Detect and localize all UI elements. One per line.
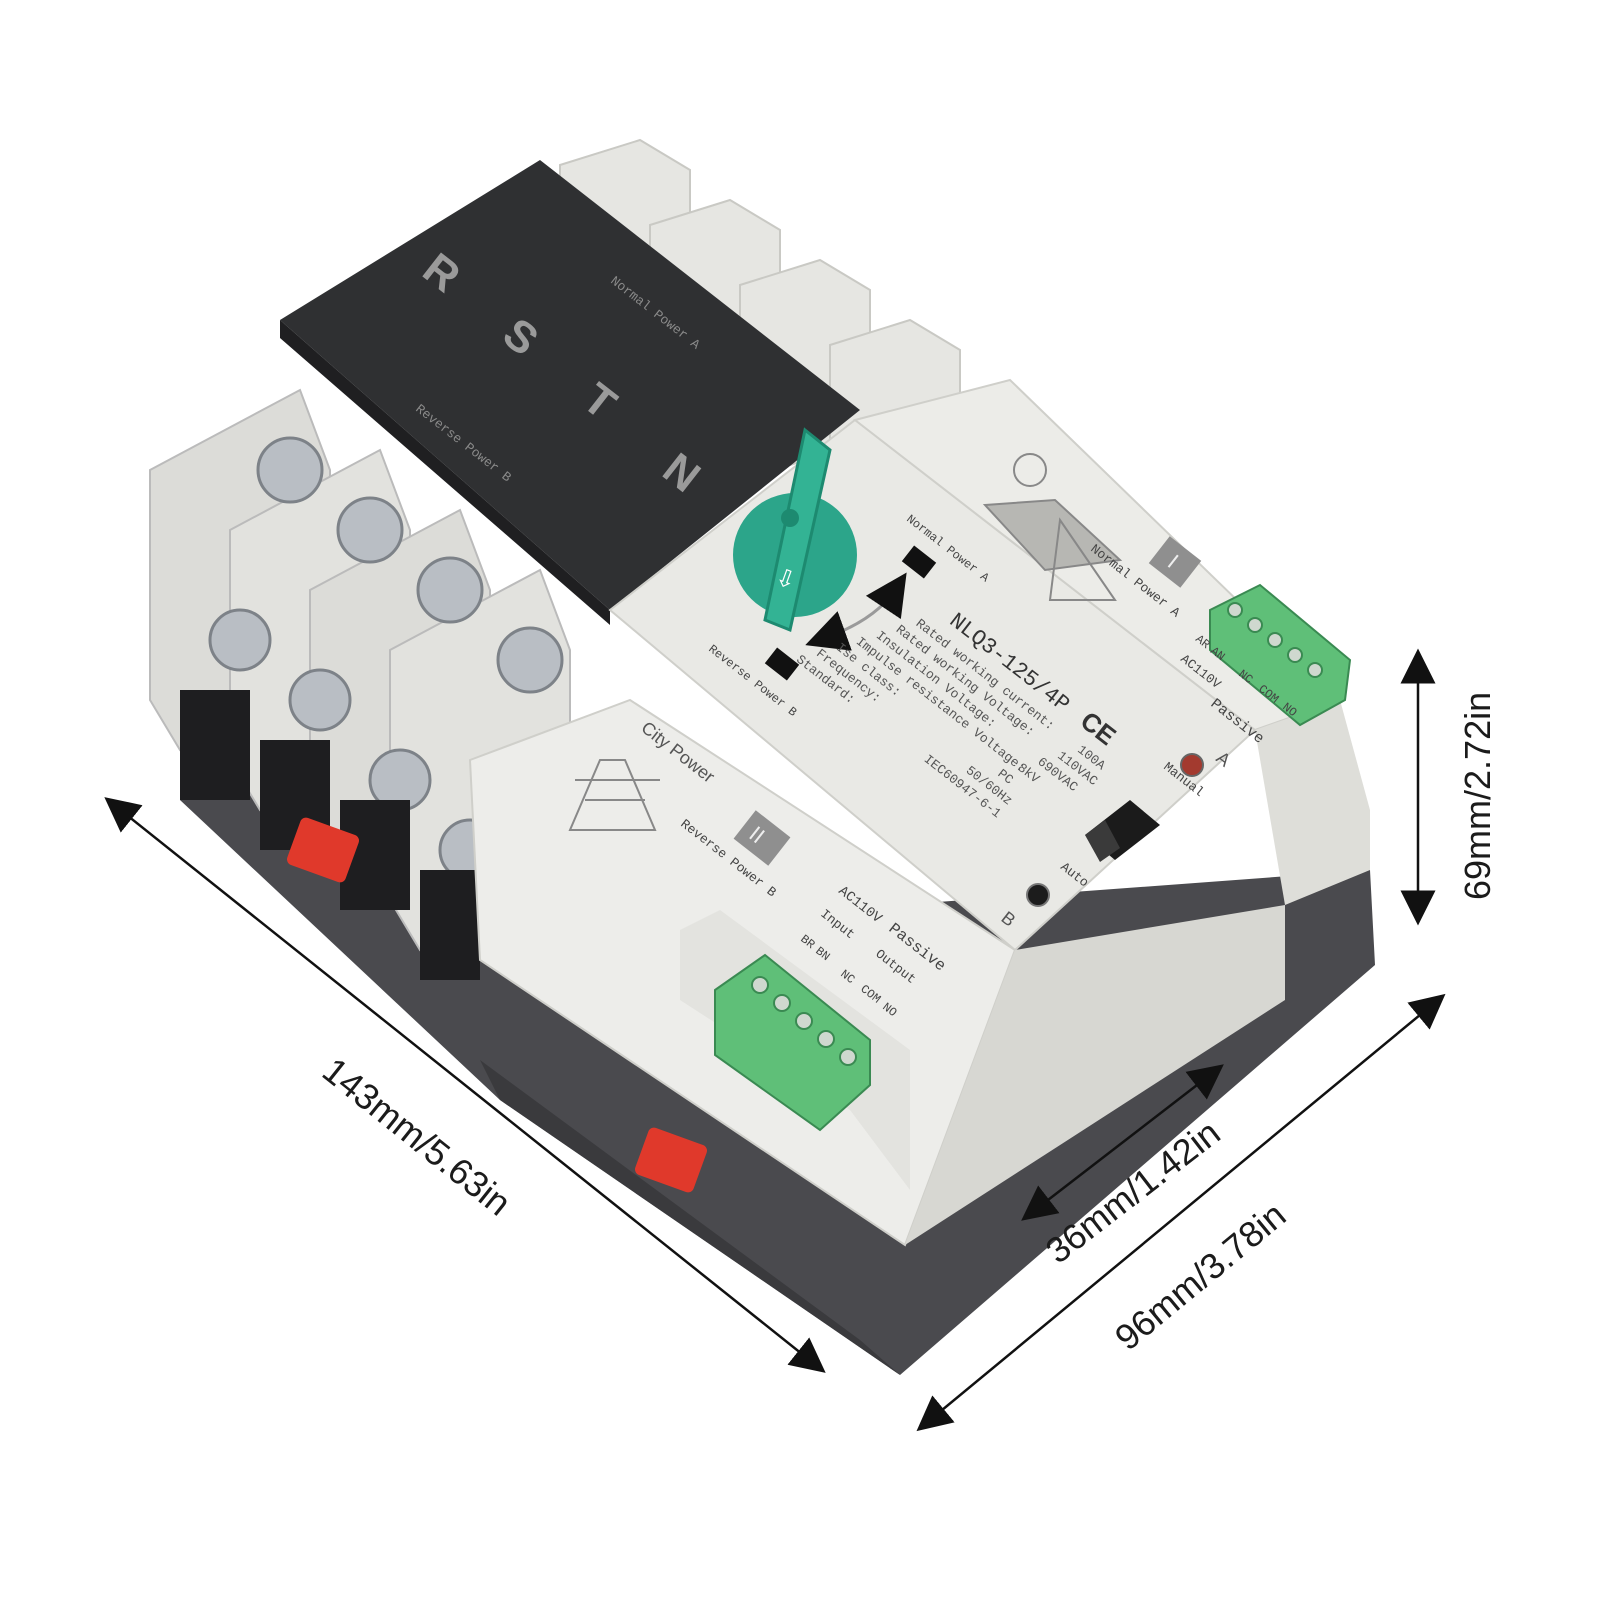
module-a-terminal-block [1209,583,1352,727]
module-a-term-2: AN [1208,644,1228,664]
depth-total-label: 96mm/3.78in [1107,1194,1293,1358]
depth-total-arrow [916,993,1446,1432]
mode-switch[interactable] [1085,800,1160,862]
roman-i-badge [1148,536,1202,588]
module-a-term-3: NC [1236,667,1256,687]
module-a-term-5: NO [1280,700,1300,720]
module-b-term-3: NC [838,967,858,987]
solar-house-icon [982,453,1123,601]
rotate-arrow-icon [805,572,907,651]
height-label: 69mm/2.72in [1457,692,1498,900]
module-b-term-5: NO [880,1000,900,1020]
window-reverse [764,647,800,681]
module-a-term-1: AR [1193,632,1213,652]
led-b [1026,883,1050,907]
length-arrow [104,797,826,1373]
phase-cover [280,160,860,610]
led-a [1180,753,1204,777]
window-normal [901,545,937,579]
